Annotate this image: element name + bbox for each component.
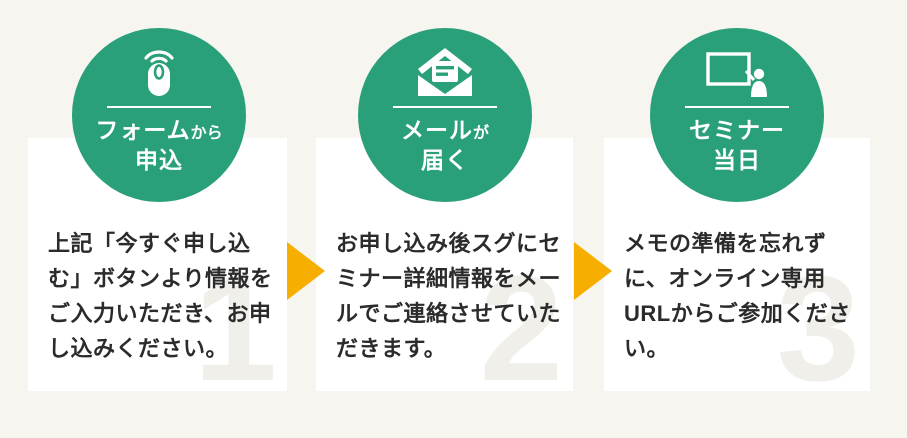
badge-label: メールが 届く [400, 117, 489, 173]
step-description: 上記「今すぐ申し込む」ボタンより情報をご入力いただき、お申し込みください。 [48, 231, 273, 361]
step-badge-seminar: セミナー 当日 [650, 28, 824, 202]
badge-divider [393, 106, 497, 108]
next-step-arrow-icon [287, 242, 325, 300]
seminar-presenter-icon [650, 45, 824, 97]
step-number-watermark: 3 [776, 244, 860, 412]
badge-divider [685, 106, 789, 108]
step-description: お申し込み後スグにセミナー詳細情報をメールでご連絡させていただきます。 [336, 231, 562, 361]
badge-label: セミナー 当日 [689, 117, 785, 173]
mail-icon [358, 45, 532, 97]
step-badge-mail: メールが 届く [358, 28, 532, 202]
step-description: メモの準備を忘れずに、オンライン専用URLからご参加ください。 [624, 231, 851, 361]
badge-label: フォームから 申込 [95, 117, 223, 173]
next-step-arrow-icon [574, 242, 612, 300]
mouse-click-icon [72, 45, 246, 97]
badge-divider [107, 106, 211, 108]
step-badge-form: フォームから 申込 [72, 28, 246, 202]
step-number-watermark: 2 [479, 244, 563, 412]
step-card-2: 2 お申し込み後スグにセミナー詳細情報をメールでご連絡させていただきます。 [316, 138, 573, 403]
step-number-watermark: 1 [193, 244, 277, 412]
